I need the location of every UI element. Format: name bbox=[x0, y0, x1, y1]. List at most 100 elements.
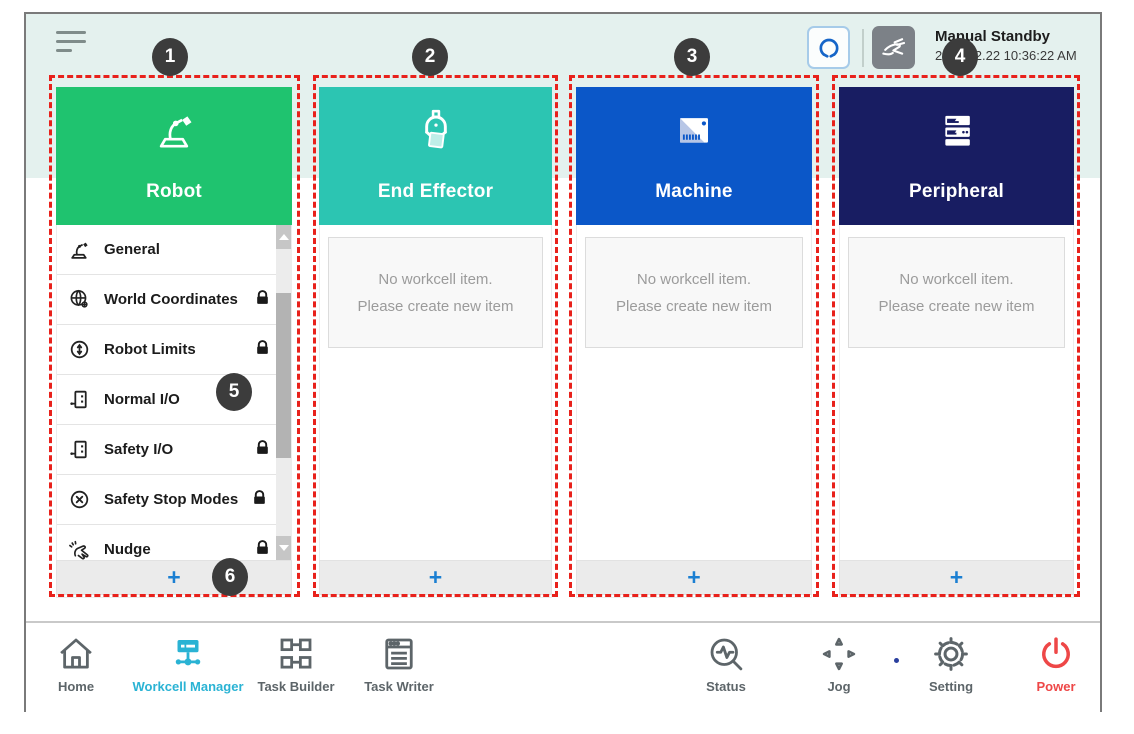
menu-item-world-coordinates[interactable]: World Coordinates bbox=[57, 275, 291, 325]
machine-panel: No workcell item. Please create new item bbox=[576, 225, 812, 598]
empty-line1: No workcell item. bbox=[899, 270, 1014, 288]
column-machine: Machine No workcell item. Please create … bbox=[576, 87, 812, 598]
plus-icon: + bbox=[428, 564, 443, 590]
nav-label: Task Writer bbox=[364, 679, 434, 694]
empty-line2: Please create new item bbox=[357, 297, 514, 315]
empty-line2: Please create new item bbox=[878, 297, 1035, 315]
callout-badge-4: 4 bbox=[942, 38, 978, 76]
column-peripheral: Peripheral No workcell item. Please crea… bbox=[839, 87, 1074, 598]
task-builder-icon bbox=[280, 638, 312, 669]
menu-item-label: Robot Limits bbox=[104, 341, 196, 358]
manual-hand-icon bbox=[881, 37, 905, 55]
menu-item-label: Safety I/O bbox=[104, 441, 174, 458]
app-window: Manual Standby 2019.02.22 10:36:22 AM Ro… bbox=[24, 12, 1102, 712]
lock-icon bbox=[254, 339, 271, 361]
machine-icon bbox=[680, 118, 708, 143]
plus-icon: + bbox=[949, 564, 964, 590]
robot-menu-scrollbar[interactable] bbox=[276, 225, 291, 560]
nudge-hand-icon bbox=[66, 536, 93, 560]
robot-arm-icon bbox=[66, 236, 93, 263]
nav-label: Home bbox=[57, 679, 95, 694]
nav-label: Setting bbox=[928, 679, 974, 694]
plus-icon: + bbox=[687, 564, 701, 590]
nav-power[interactable]: Power bbox=[1001, 633, 1111, 707]
peripheral-header-label: Peripheral bbox=[909, 181, 1004, 202]
plus-icon: + bbox=[167, 564, 181, 590]
menu-item-nudge[interactable]: Nudge bbox=[57, 525, 291, 560]
machine-empty-state: No workcell item. Please create new item bbox=[585, 237, 803, 348]
menu-item-label: General bbox=[104, 241, 160, 258]
callout-badge-5: 5 bbox=[216, 373, 252, 411]
robot-arm-icon bbox=[159, 116, 192, 148]
cursor-dot bbox=[894, 658, 899, 663]
callout-badge-2: 2 bbox=[412, 38, 448, 76]
empty-line1: No workcell item. bbox=[378, 270, 493, 288]
nav-task-builder[interactable]: Task Builder bbox=[241, 633, 351, 707]
lock-icon bbox=[254, 439, 271, 461]
end-effector-header[interactable]: End Effector bbox=[319, 87, 552, 225]
nav-home[interactable]: Home bbox=[31, 633, 121, 707]
nav-setting[interactable]: Setting bbox=[896, 633, 1006, 707]
globe-icon bbox=[66, 286, 93, 313]
add-robot-item-button[interactable]: + bbox=[56, 560, 292, 595]
nav-task-writer[interactable]: Task Writer bbox=[344, 633, 454, 707]
peripheral-header[interactable]: Peripheral bbox=[839, 87, 1074, 225]
menu-item-label: Safety Stop Modes bbox=[104, 491, 239, 508]
robot-menu-list: General World Coordinates bbox=[57, 225, 291, 560]
manual-mode-button[interactable] bbox=[872, 26, 915, 69]
callout-badge-1: 1 bbox=[152, 38, 188, 76]
menu-item-label: Normal I/O bbox=[104, 391, 180, 408]
robot-menu-panel: General World Coordinates bbox=[56, 225, 292, 598]
menu-item-safety-stop-modes[interactable]: Safety Stop Modes bbox=[57, 475, 291, 525]
robot-header[interactable]: Robot bbox=[56, 87, 292, 225]
home-icon bbox=[60, 638, 92, 669]
power-icon bbox=[1042, 637, 1070, 669]
add-peripheral-item-button[interactable]: + bbox=[839, 560, 1074, 595]
machine-header-label: Machine bbox=[655, 181, 733, 202]
nav-label: Task Builder bbox=[257, 679, 335, 694]
status-icon bbox=[710, 638, 743, 671]
menu-item-label: World Coordinates bbox=[104, 291, 238, 308]
menu-item-robot-limits[interactable]: Robot Limits bbox=[57, 325, 291, 375]
robot-header-label: Robot bbox=[146, 181, 202, 202]
machine-header[interactable]: Machine bbox=[576, 87, 812, 225]
empty-line2: Please create new item bbox=[616, 297, 772, 315]
gripper-toggle-button[interactable] bbox=[807, 26, 850, 69]
scrollbar-thumb[interactable] bbox=[276, 293, 291, 458]
column-robot: Robot General bbox=[56, 87, 292, 598]
menu-hamburger-icon[interactable] bbox=[56, 31, 90, 57]
end-effector-header-label: End Effector bbox=[377, 181, 494, 202]
menu-item-general[interactable]: General bbox=[57, 225, 291, 275]
workcell-manager-icon bbox=[175, 640, 201, 666]
scroll-up-icon[interactable] bbox=[276, 225, 291, 249]
callout-badge-3: 3 bbox=[674, 38, 710, 76]
scroll-down-icon[interactable] bbox=[276, 536, 291, 560]
gear-icon bbox=[934, 637, 968, 671]
stop-circle-icon bbox=[66, 486, 93, 513]
end-effector-empty-state: No workcell item. Please create new item bbox=[328, 237, 543, 348]
menu-item-label: Nudge bbox=[104, 541, 151, 558]
lock-icon bbox=[254, 539, 271, 561]
lock-icon bbox=[251, 489, 268, 511]
io-icon bbox=[66, 436, 93, 463]
topbar-divider bbox=[862, 29, 864, 67]
nav-status[interactable]: Status bbox=[671, 633, 781, 707]
nav-workcell-manager[interactable]: Workcell Manager bbox=[123, 633, 253, 707]
add-end-effector-item-button[interactable]: + bbox=[319, 560, 552, 595]
menu-item-safety-io[interactable]: Safety I/O bbox=[57, 425, 291, 475]
empty-line1: No workcell item. bbox=[636, 270, 752, 288]
end-effector-panel: No workcell item. Please create new item bbox=[319, 225, 552, 598]
bottom-navigation: Home Workcell Manager Task Builder bbox=[26, 621, 1100, 712]
task-writer-icon bbox=[385, 638, 413, 670]
gripper-icon bbox=[424, 109, 447, 149]
nav-label: Workcell Manager bbox=[132, 679, 244, 694]
nav-jog[interactable]: Jog bbox=[784, 633, 894, 707]
jog-dpad-icon bbox=[822, 637, 856, 671]
nav-label: Status bbox=[706, 679, 746, 694]
menu-item-normal-io[interactable]: Normal I/O bbox=[57, 375, 291, 425]
callout-badge-6: 6 bbox=[212, 558, 248, 596]
add-machine-item-button[interactable]: + bbox=[576, 560, 812, 595]
gripper-quick-icon bbox=[819, 38, 838, 58]
nav-label: Jog bbox=[827, 679, 851, 694]
lock-icon bbox=[254, 289, 271, 311]
